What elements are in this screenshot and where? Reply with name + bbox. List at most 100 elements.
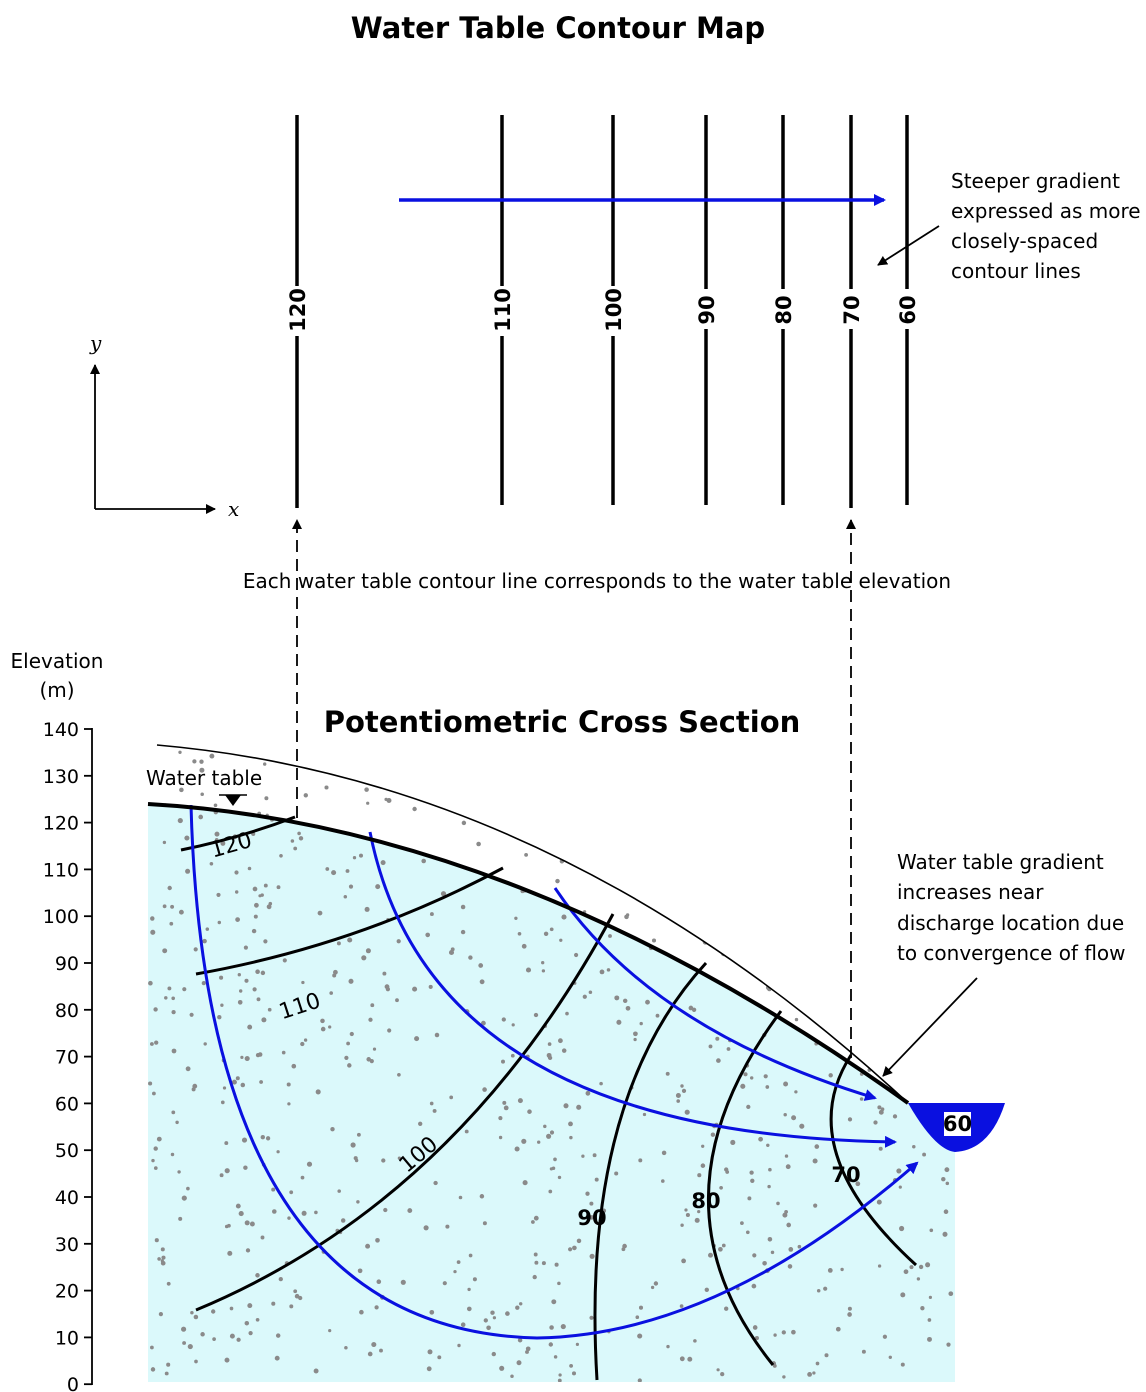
grain-dot	[185, 868, 191, 874]
grain-dot	[721, 1243, 726, 1248]
grain-dot	[263, 762, 267, 766]
grain-dot	[227, 1250, 233, 1256]
grain-dot	[909, 975, 915, 980]
grain-dot	[349, 1031, 354, 1037]
elevation-tick-label: 50	[55, 1140, 79, 1162]
grain-dot	[716, 1058, 721, 1063]
grain-dot	[237, 999, 243, 1005]
grain-dot	[589, 1215, 595, 1220]
grain-dot	[616, 1019, 622, 1025]
grain-dot	[731, 984, 736, 988]
grain-dot	[344, 1345, 348, 1350]
map-title: Water Table Contour Map	[351, 11, 765, 45]
grain-dot	[773, 1333, 777, 1337]
grain-dot	[911, 935, 917, 941]
grain-dot	[719, 1185, 723, 1190]
grain-dot	[786, 1222, 792, 1228]
grain-dot	[482, 1087, 487, 1092]
grain-dot	[885, 910, 890, 915]
grain-dot	[710, 838, 714, 843]
grain-dot	[827, 1268, 833, 1273]
grain-dot	[561, 1048, 567, 1053]
grain-dot	[365, 948, 371, 954]
grain-dot	[348, 978, 354, 984]
grain-dot	[891, 928, 896, 933]
grain-dot	[466, 861, 470, 866]
dashed-connectors	[292, 519, 856, 1058]
grain-dot	[300, 1175, 305, 1180]
grain-dot	[235, 917, 240, 922]
grain-dot	[747, 1196, 752, 1201]
y-axis-label: y	[89, 331, 102, 355]
grain-dot	[614, 995, 620, 1001]
grain-dot	[589, 867, 594, 872]
grain-dot	[289, 1190, 294, 1195]
grain-dot	[757, 836, 762, 841]
grain-dot	[569, 1364, 573, 1368]
grain-dot	[418, 1121, 423, 1126]
grain-dot	[752, 761, 756, 765]
grain-dot	[167, 885, 172, 891]
elevation-tick-label: 0	[67, 1374, 79, 1392]
grain-dot	[153, 1007, 158, 1012]
grain-dot	[164, 996, 168, 1000]
grain-dot	[314, 1210, 318, 1215]
grain-dot	[365, 1243, 371, 1249]
elevation-tick-label: 70	[55, 1047, 79, 1069]
grain-dot	[622, 837, 626, 842]
grain-dot	[169, 921, 174, 926]
grain-dot	[563, 1103, 569, 1109]
grain-dot	[531, 1220, 535, 1224]
grain-dot	[199, 767, 205, 773]
grain-dot	[397, 1156, 402, 1160]
grain-dot	[885, 876, 890, 881]
grain-dot	[633, 1031, 638, 1037]
grain-dot	[895, 1020, 901, 1027]
grain-dot	[908, 1028, 913, 1033]
elevation-tick-label: 60	[55, 1093, 79, 1115]
grain-dot	[244, 1220, 250, 1226]
grain-dot	[515, 1305, 520, 1310]
map-gradient-note: Steeper gradient expressed as more close…	[877, 169, 1141, 283]
grain-dot	[755, 812, 760, 817]
section-contour-label-90: 90	[577, 1206, 606, 1230]
grain-dot	[837, 951, 843, 957]
grain-dot	[517, 1337, 523, 1343]
grain-dot	[261, 1017, 267, 1023]
grain-dot	[224, 1141, 229, 1146]
grain-dot	[796, 913, 801, 918]
grain-dot	[160, 1247, 165, 1252]
grain-dot	[537, 836, 541, 841]
grain-dot	[301, 980, 305, 985]
grain-dot	[376, 798, 380, 802]
grain-dot	[241, 1137, 248, 1143]
grain-dot	[574, 845, 580, 851]
grain-dot	[478, 963, 484, 968]
grain-dot	[460, 929, 466, 935]
grain-dot	[576, 1238, 582, 1244]
grain-dot	[517, 931, 522, 936]
grain-dot	[331, 870, 337, 876]
grain-dot	[814, 1144, 820, 1149]
grain-dot	[375, 884, 381, 890]
grain-dot	[189, 1012, 194, 1017]
grain-dot	[752, 1325, 758, 1330]
grain-dot	[851, 924, 856, 928]
grain-dot	[464, 1129, 469, 1134]
grain-dot	[492, 1316, 497, 1320]
svg-text:Water table gradient: Water table gradient	[897, 850, 1104, 874]
grain-dot	[923, 934, 929, 940]
grain-dot	[290, 839, 295, 843]
elevation-tick-label: 90	[55, 953, 79, 975]
grain-dot	[234, 870, 239, 875]
grain-dot	[336, 941, 341, 946]
grain-dot	[632, 799, 636, 803]
grain-dot	[252, 886, 258, 892]
grain-dot	[791, 1115, 797, 1121]
grain-dot	[608, 934, 612, 938]
grain-dot	[219, 1173, 224, 1178]
grain-dot	[925, 1262, 931, 1268]
grain-dot	[453, 1269, 457, 1274]
grain-dot	[873, 1120, 878, 1125]
